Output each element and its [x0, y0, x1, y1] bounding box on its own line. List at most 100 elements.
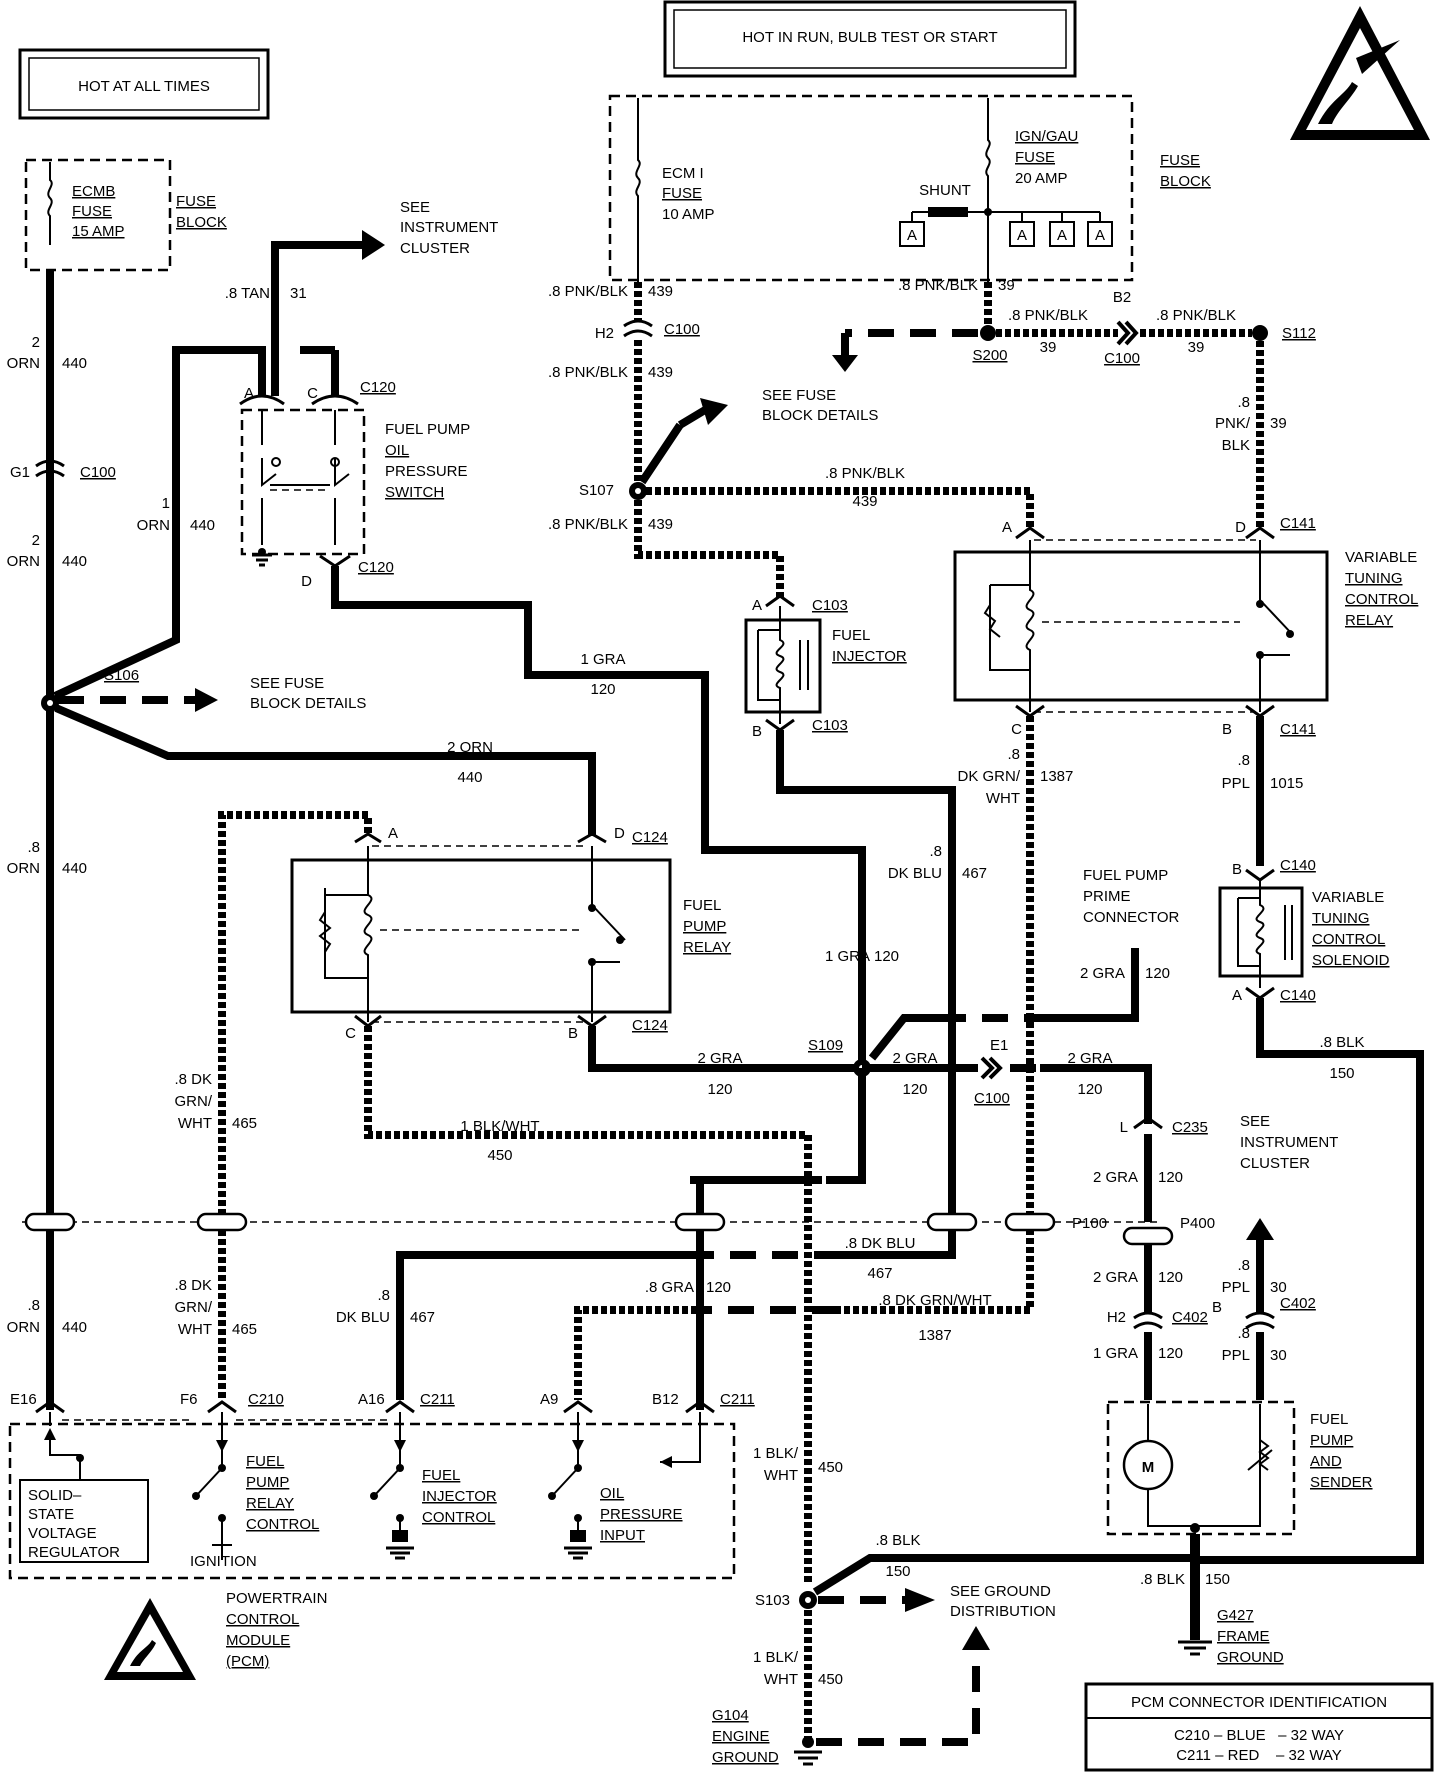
svg-text:G104: G104 — [712, 1707, 749, 1724]
svg-text:G427: G427 — [1217, 1607, 1254, 1624]
svg-text:OIL: OIL — [600, 1485, 624, 1502]
svg-text:10 AMP: 10 AMP — [662, 206, 715, 223]
svg-text:RELAY: RELAY — [683, 939, 731, 956]
svg-text:ORN: ORN — [7, 860, 40, 877]
svg-text:FUSE: FUSE — [662, 185, 702, 202]
svg-text:.8 PNK/BLK: .8 PNK/BLK — [825, 465, 905, 482]
svg-text:A: A — [1057, 227, 1067, 244]
svg-text:.8 PNK/BLK: .8 PNK/BLK — [548, 516, 628, 533]
svg-text:2 GRA: 2 GRA — [892, 1050, 937, 1067]
svg-text:C402: C402 — [1280, 1295, 1316, 1312]
svg-text:MODULE: MODULE — [226, 1632, 290, 1649]
svg-text:B: B — [1222, 721, 1232, 738]
svg-text:ORN: ORN — [137, 517, 170, 534]
svg-text:C100: C100 — [664, 321, 700, 338]
svg-text:FUEL: FUEL — [422, 1467, 460, 1484]
svg-text:440: 440 — [62, 860, 87, 877]
svg-text:39: 39 — [998, 277, 1015, 294]
pcm-connector-identification — [1084, 1682, 1434, 1772]
svg-text:C211 – RED – 32 WAY: C211 – RED – 32 WAY — [1176, 1747, 1342, 1764]
svg-text:PPL: PPL — [1222, 1279, 1250, 1296]
svg-text:2 GRA: 2 GRA — [1067, 1050, 1112, 1067]
svg-text:A: A — [1002, 519, 1012, 536]
svg-text:.8 GRA: .8 GRA — [645, 1279, 694, 1296]
svg-text:.8 DK GRN/WHT: .8 DK GRN/WHT — [878, 1292, 991, 1309]
svg-text:CONNECTOR: CONNECTOR — [1083, 909, 1180, 926]
svg-text:120: 120 — [1145, 965, 1170, 982]
svg-text:1 GRA: 1 GRA — [1093, 1345, 1138, 1362]
svg-text:FUEL PUMP: FUEL PUMP — [385, 421, 470, 438]
svg-text:S103: S103 — [755, 1592, 790, 1609]
svg-text:P400: P400 — [1180, 1215, 1215, 1232]
svg-text:440: 440 — [62, 355, 87, 372]
svg-text:D: D — [614, 825, 625, 842]
svg-text:PPL: PPL — [1222, 1347, 1250, 1364]
svg-text:1 GRA: 1 GRA — [825, 948, 870, 965]
svg-text:450: 450 — [487, 1147, 512, 1164]
svg-text:465: 465 — [232, 1321, 257, 1338]
svg-text:C100: C100 — [1104, 350, 1140, 367]
svg-text:C140: C140 — [1280, 857, 1316, 874]
svg-text:.8: .8 — [1237, 1257, 1250, 1274]
splice-s200 — [980, 325, 996, 341]
svg-text:.8 BLK: .8 BLK — [1319, 1034, 1364, 1051]
svg-text:BLOCK DETAILS: BLOCK DETAILS — [250, 695, 366, 712]
svg-text:467: 467 — [410, 1309, 435, 1326]
svg-text:SHUNT: SHUNT — [919, 182, 971, 199]
svg-text:VOLTAGE: VOLTAGE — [28, 1525, 97, 1542]
svg-text:120: 120 — [706, 1279, 731, 1296]
svg-text:INSTRUMENT: INSTRUMENT — [1240, 1134, 1338, 1151]
svg-text:A16: A16 — [358, 1391, 385, 1408]
svg-text:M: M — [1142, 1459, 1155, 1476]
svg-text:INJECTOR: INJECTOR — [832, 648, 907, 665]
svg-text:120: 120 — [902, 1081, 927, 1098]
svg-text:FUSE: FUSE — [1160, 152, 1200, 169]
svg-text:PPL: PPL — [1222, 775, 1250, 792]
svg-text:FUEL: FUEL — [1310, 1411, 1348, 1428]
svg-text:SOLID–: SOLID– — [28, 1487, 82, 1504]
svg-text:A: A — [907, 227, 917, 244]
svg-text:C103: C103 — [812, 597, 848, 614]
svg-text:VARIABLE: VARIABLE — [1312, 889, 1384, 906]
svg-text:2: 2 — [32, 532, 40, 549]
svg-text:OIL: OIL — [385, 442, 409, 459]
svg-text:.8 BLK: .8 BLK — [875, 1532, 920, 1549]
svg-text:ECMB: ECMB — [72, 183, 115, 200]
svg-text:120: 120 — [1158, 1269, 1183, 1286]
svg-text:CLUSTER: CLUSTER — [400, 240, 470, 257]
svg-text:120: 120 — [1077, 1081, 1102, 1098]
svg-text:C103: C103 — [812, 717, 848, 734]
svg-text:BLK: BLK — [1222, 437, 1250, 454]
svg-text:C: C — [307, 385, 318, 402]
svg-text:SEE FUSE: SEE FUSE — [250, 675, 324, 692]
svg-text:39: 39 — [1270, 415, 1287, 432]
svg-text:STATE: STATE — [28, 1506, 74, 1523]
svg-text:FUEL: FUEL — [832, 627, 870, 644]
svg-text:CONTROL: CONTROL — [1312, 931, 1385, 948]
connector-p100 — [24, 1212, 1174, 1246]
svg-text:B: B — [1232, 861, 1242, 878]
svg-text:SEE: SEE — [400, 199, 430, 216]
svg-text:2 ORN: 2 ORN — [447, 739, 493, 756]
svg-text:WHT: WHT — [986, 790, 1020, 807]
svg-text:C124: C124 — [632, 829, 668, 846]
svg-text:A: A — [388, 825, 398, 842]
svg-text:.8: .8 — [1237, 394, 1250, 411]
hot-at-all-times-label: HOT AT ALL TIMES — [78, 78, 210, 95]
svg-text:B2: B2 — [1113, 289, 1131, 306]
svg-text:150: 150 — [1329, 1065, 1354, 1082]
svg-text:C140: C140 — [1280, 987, 1316, 1004]
svg-text:439: 439 — [648, 516, 673, 533]
svg-text:.8 BLK: .8 BLK — [1140, 1571, 1185, 1588]
svg-text:BLOCK: BLOCK — [176, 214, 227, 231]
svg-text:RELAY: RELAY — [246, 1495, 294, 1512]
svg-text:G1: G1 — [10, 464, 30, 481]
svg-text:150: 150 — [1205, 1571, 1230, 1588]
fuel-pump-and-sender — [1106, 1400, 1296, 1536]
svg-text:VARIABLE: VARIABLE — [1345, 549, 1417, 566]
svg-text:PNK/: PNK/ — [1215, 415, 1251, 432]
svg-text:.8 PNK/BLK: .8 PNK/BLK — [898, 277, 978, 294]
svg-text:FUSE: FUSE — [176, 193, 216, 210]
powertrain-control-module — [8, 1422, 736, 1580]
svg-text:.8: .8 — [27, 839, 40, 856]
